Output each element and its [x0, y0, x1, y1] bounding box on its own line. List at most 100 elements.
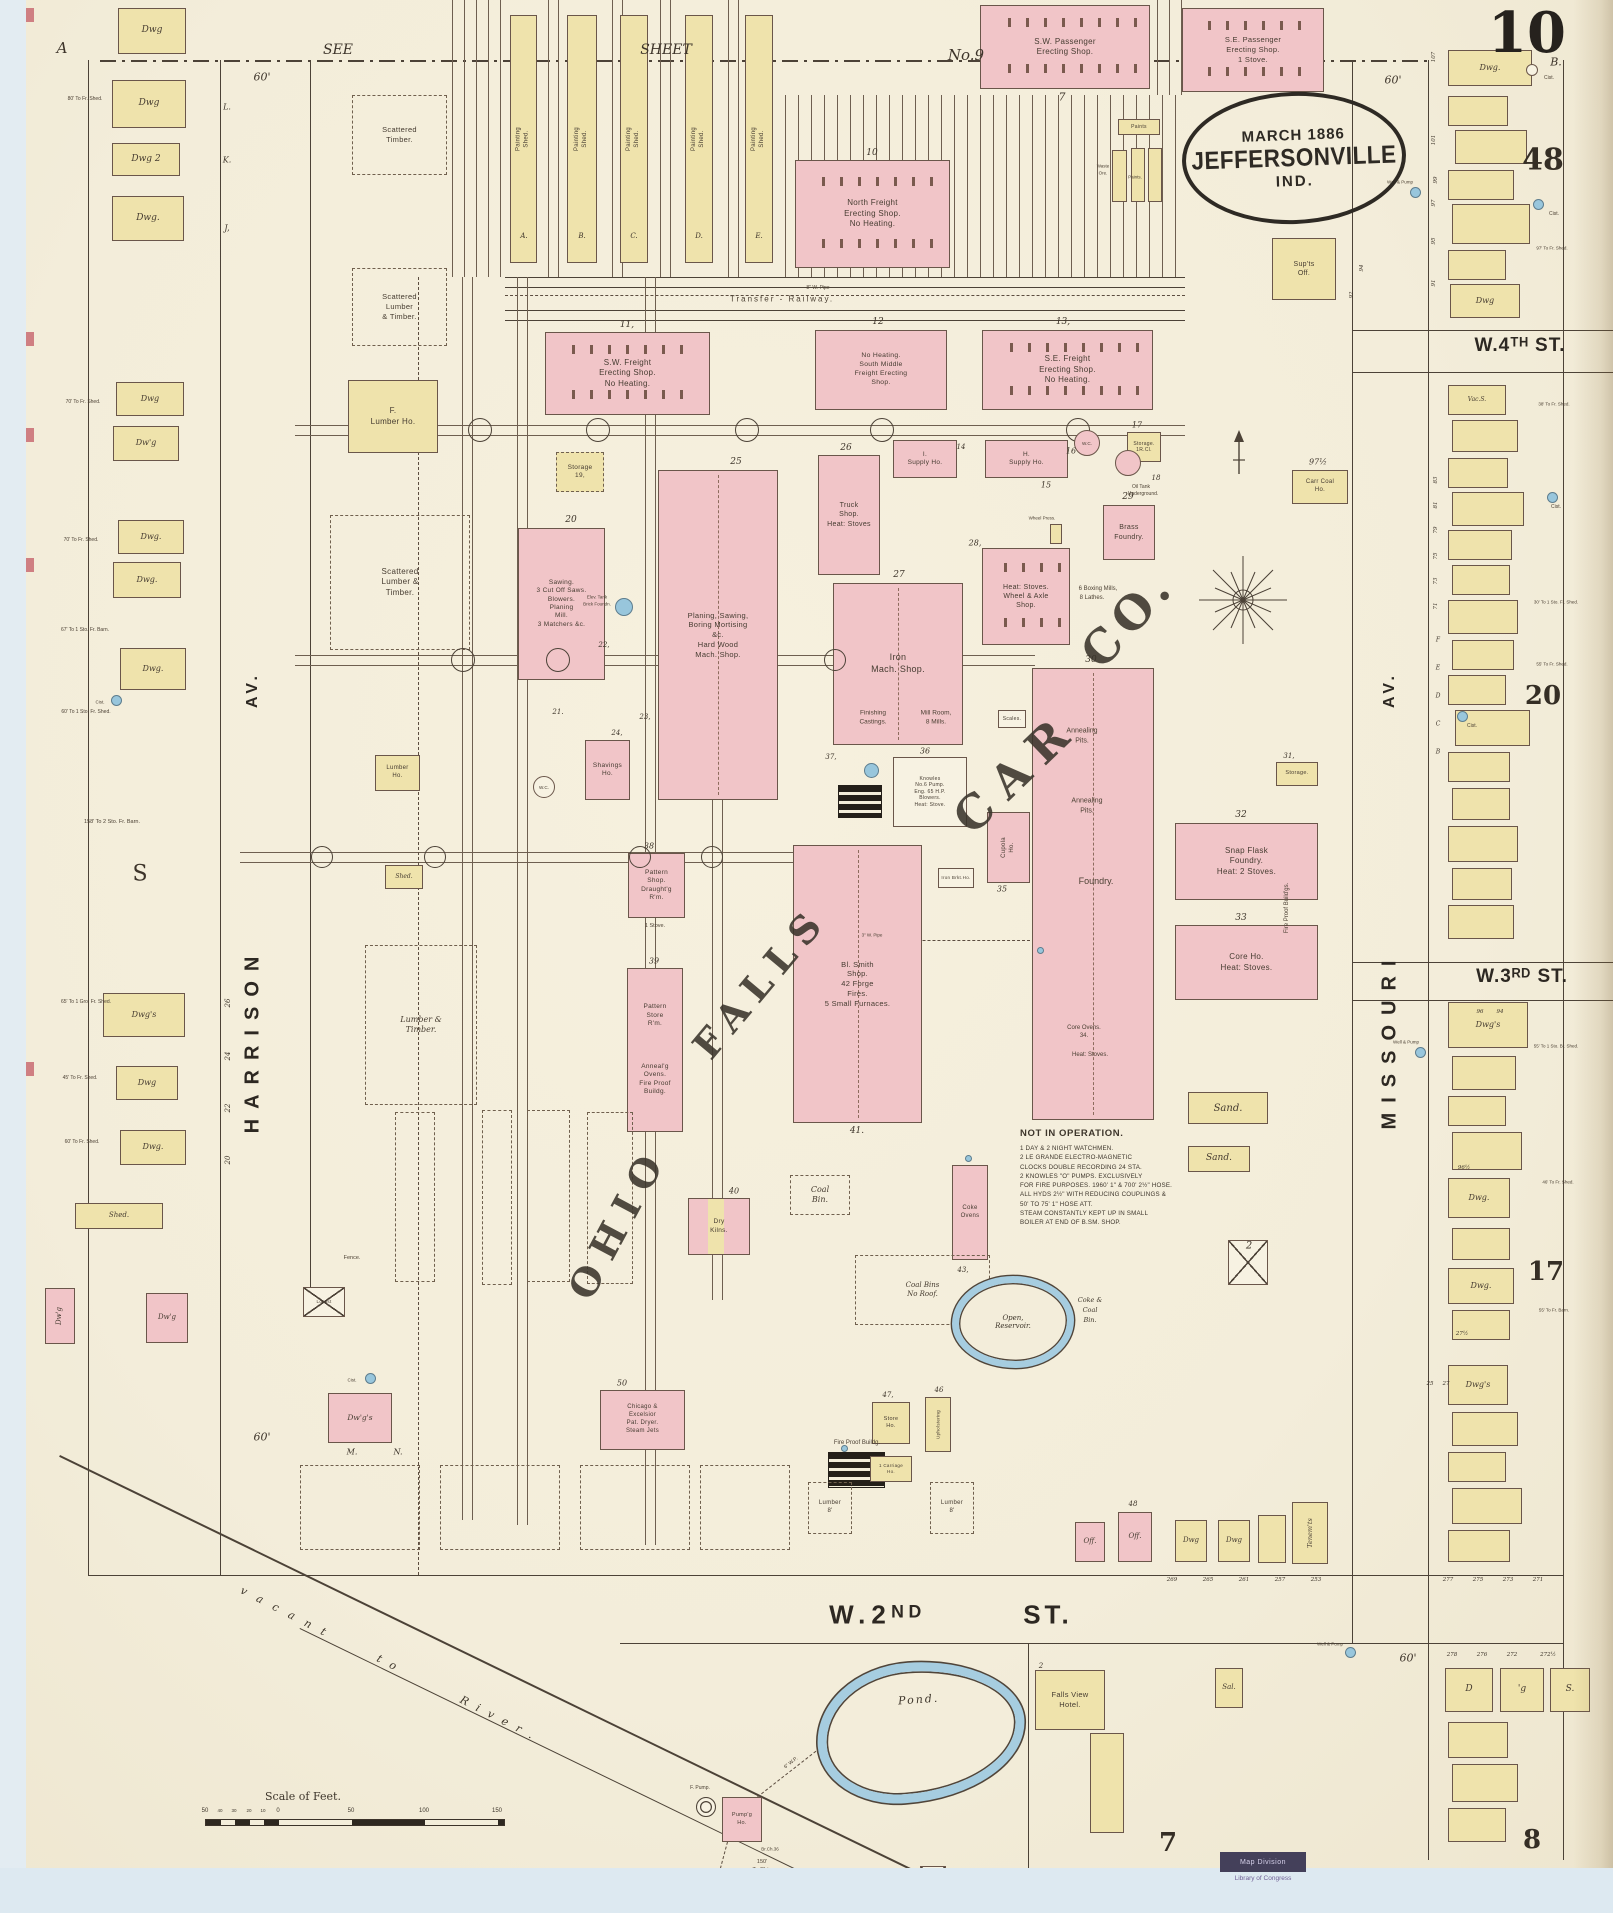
- water-dot: [863, 762, 879, 778]
- label-m: M.: [346, 1447, 358, 1457]
- building-plain: [1452, 1412, 1518, 1446]
- label-22: 22,: [598, 641, 610, 649]
- building-label: Core Ho.Heat: Stoves.: [1220, 952, 1273, 972]
- label-37: 37,: [825, 753, 837, 761]
- building-e: Painting Shed.: [745, 15, 773, 263]
- rail-line: [1045, 95, 1046, 277]
- label-107: 107: [1431, 51, 1437, 63]
- map-line: [1028, 1643, 1029, 1868]
- building-label: Storage.: [1285, 770, 1309, 777]
- note-line: STEAM CONSTANTLY KEPT UP IN SMALL: [1020, 1210, 1149, 1218]
- building-plain: [1448, 1452, 1506, 1482]
- label-41: 41.: [849, 1126, 865, 1136]
- notes-lines: 1 DAY & 2 NIGHT WATCHMEN.2 LE GRANDE ELE…: [1020, 1144, 1205, 1228]
- label-43: 43,: [957, 1266, 969, 1274]
- window-row: [994, 342, 1141, 352]
- window-row: [989, 563, 1063, 573]
- building-label: Dw'g: [55, 1307, 64, 1326]
- map-line: [418, 277, 419, 1575]
- building-plain: [1448, 1808, 1506, 1842]
- label-br-ch-36: Br.Ch.36: [761, 1846, 779, 1852]
- building-label: 'g: [1517, 1684, 1527, 1695]
- turntable-circle: [546, 648, 570, 672]
- map-line: [1428, 1643, 1429, 1860]
- building-plain: [1455, 130, 1527, 164]
- building-dwg-s: Dwg's: [1448, 1365, 1508, 1405]
- label-60: 60': [1399, 1651, 1417, 1665]
- label-k: K.: [222, 155, 232, 165]
- rail-line: [472, 277, 473, 1520]
- building-dw-g: Dw'g: [45, 1288, 75, 1344]
- label-fire-proof-buildg: Fire Proof Buildg.: [833, 1440, 881, 1446]
- water-dot: [1456, 710, 1468, 722]
- label-65-to-1-gro-fr-shed: 65' To 1 Gro. Fr. Shed.: [60, 999, 112, 1005]
- note-line: 2 LE GRANDE ELECTRO-MAGNETIC: [1020, 1154, 1133, 1162]
- label-73: 73: [1433, 577, 1439, 585]
- label-ore: Ore.: [1098, 170, 1108, 176]
- building-label: Off.: [1083, 1537, 1097, 1546]
- rail-line: [500, 0, 501, 277]
- rail-line: [728, 0, 729, 277]
- rail-line: [1006, 95, 1007, 277]
- label-w-4-st: W.4ᵀᴴ ST.: [1474, 335, 1566, 356]
- tank-circle: [696, 1797, 716, 1817]
- building-dw-g-s: Dw'g's: [328, 1393, 392, 1443]
- label-well-pump: Well & Pump: [1387, 179, 1413, 185]
- building-label: Dwg.: [1479, 62, 1501, 72]
- label-15: 15: [1040, 480, 1052, 490]
- building-b: Painting Shed.: [567, 15, 597, 263]
- label-20: 20: [565, 515, 577, 525]
- rail-line: [980, 95, 981, 277]
- building-vac-s: Vac.S.: [1448, 385, 1506, 415]
- window-row: [1192, 67, 1314, 77]
- label-cist: Cist.: [1549, 211, 1559, 217]
- rail-line: [517, 277, 518, 1525]
- map-line: [620, 1643, 1563, 1644]
- building-label: Vac.S.: [1467, 396, 1487, 404]
- label-92: 92: [1349, 291, 1355, 299]
- rail-line: [712, 645, 713, 1300]
- label-fire-proof-build-gs: Fire Proof Build'gs.: [1284, 882, 1290, 934]
- map-line: [1352, 60, 1353, 1643]
- label-273: 273: [1502, 1577, 1514, 1583]
- building-dwg: Dwg: [116, 1066, 178, 1100]
- building-label: Storage.1R.Cl.: [1133, 440, 1155, 454]
- window-row: [994, 385, 1141, 395]
- scan-edge-left: [0, 0, 26, 1913]
- rail-line: [1032, 95, 1033, 277]
- rail-line: [722, 645, 723, 1300]
- building-label: Lumber &Timber.: [400, 1014, 442, 1034]
- rail-line: [488, 0, 489, 277]
- note-line: ALL HYDS 2½" WITH REDUCING COUPLINGS &: [1020, 1191, 1167, 1199]
- label-253: 253: [1310, 1577, 1322, 1583]
- building-g: 'g: [1500, 1668, 1544, 1712]
- label-w-2: W.2ᴺᴰ: [829, 1599, 927, 1630]
- building-30: [1032, 668, 1154, 1120]
- label-71: 71: [1433, 602, 1439, 610]
- label-29: 29: [1122, 492, 1134, 502]
- building-label: H.Supply Ho.: [1009, 450, 1044, 466]
- label-coal: Coal: [1082, 1306, 1098, 1314]
- rail-line: [1058, 95, 1059, 277]
- building-plain: [1448, 530, 1512, 560]
- scale-ruler: [205, 1819, 505, 1826]
- building-label: Dwg's: [131, 1009, 157, 1019]
- label-2: 2: [1245, 1240, 1253, 1252]
- label-60-to-1-sto-fr-shed: 60' To 1 Sto. Fr. Shed.: [61, 709, 111, 715]
- rail-line: [993, 95, 994, 277]
- map-line: [1352, 1000, 1613, 1001]
- label-55-to-fr-barn: 55' To Fr. Barn.: [1538, 1307, 1570, 1313]
- building-plain: [700, 1465, 790, 1550]
- building-d: Painting Shed.: [685, 15, 713, 263]
- building-label: Dw'g: [135, 438, 157, 448]
- label-31: 31,: [1283, 752, 1295, 760]
- building-label: Shed.: [395, 873, 413, 881]
